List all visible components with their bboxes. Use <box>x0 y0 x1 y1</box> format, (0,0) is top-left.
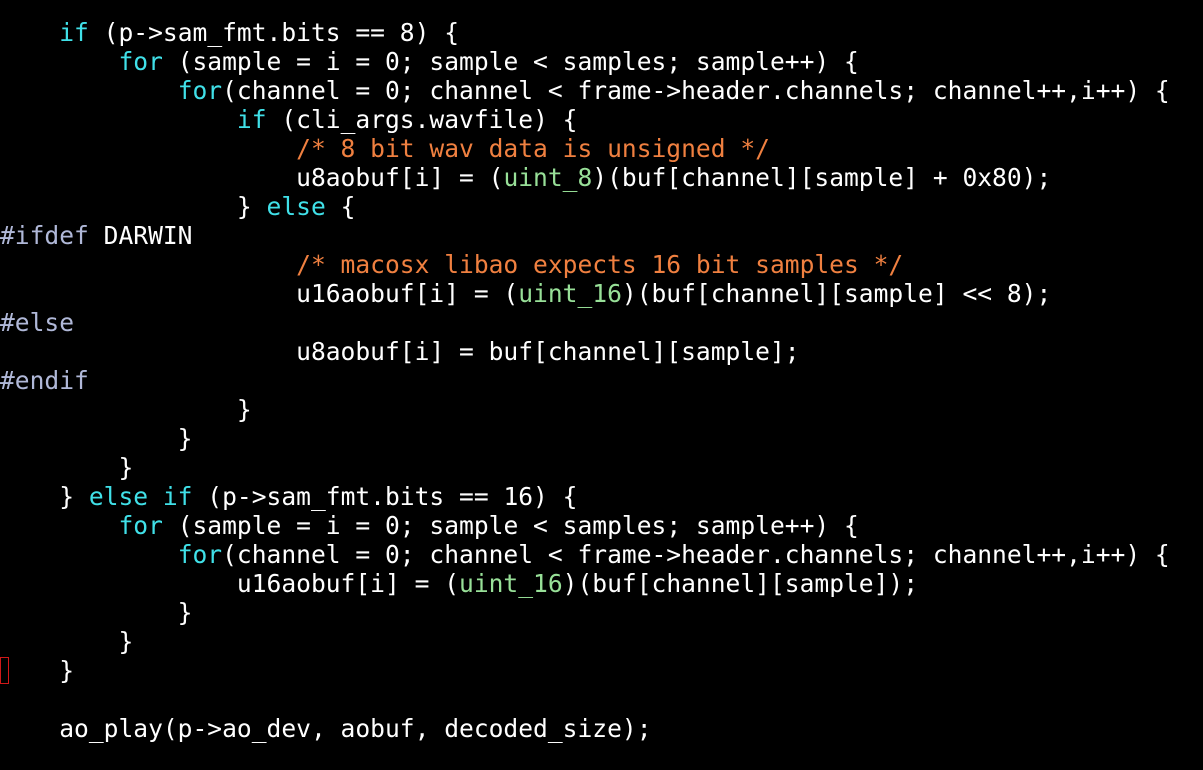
code-keyword: for <box>177 76 223 105</box>
code-line: for (sample = i = 0; sample < samples; s… <box>0 47 1203 76</box>
code-line: } <box>0 453 1203 482</box>
code-keyword: else <box>266 192 326 221</box>
code-keyword: else if <box>88 482 193 511</box>
code-text: u8aobuf[i] = ( <box>0 163 504 192</box>
code-line: } <box>0 598 1203 627</box>
code-line: if (cli_args.wavfile) { <box>0 105 1203 134</box>
code-text <box>0 134 296 163</box>
code-text: )(buf[channel][sample] + 0x80); <box>592 163 1052 192</box>
code-line: u8aobuf[i] = buf[channel][sample]; <box>0 337 1203 366</box>
code-text <box>0 250 296 279</box>
code-text: DARWIN <box>88 221 193 250</box>
code-line: u16aobuf[i] = (uint_16)(buf[channel][sam… <box>0 279 1203 308</box>
code-keyword: if <box>236 105 267 134</box>
code-line: #ifdef DARWIN <box>0 221 1203 250</box>
code-text: { <box>325 192 356 221</box>
code-text: (p->sam_fmt.bits == 16) { <box>192 482 578 511</box>
code-line: /* macosx libao expects 16 bit samples *… <box>0 250 1203 279</box>
code-text <box>0 76 178 105</box>
code-text: (sample = i = 0; sample < samples; sampl… <box>162 47 859 76</box>
code-preprocessor: #else <box>0 308 75 337</box>
code-text: } <box>0 424 193 453</box>
code-text: ao_play(p->ao_dev, aobuf, decoded_size); <box>0 714 652 743</box>
code-text: } <box>0 482 89 511</box>
code-text: } <box>0 453 134 482</box>
code-keyword: for <box>118 47 163 76</box>
code-line: } <box>0 627 1203 656</box>
code-line: #endif <box>0 366 1203 395</box>
code-type: uint_8 <box>503 163 593 192</box>
code-text: u8aobuf[i] = buf[channel][sample]; <box>0 337 800 366</box>
code-text: } <box>0 627 134 656</box>
code-type: uint_16 <box>459 569 563 598</box>
code-line: for(channel = 0; channel < frame->header… <box>0 540 1203 569</box>
code-editor[interactable]: if (p->sam_fmt.bits == 8) { for (sample … <box>0 18 1203 743</box>
code-line: } <box>0 395 1203 424</box>
code-line: for (sample = i = 0; sample < samples; s… <box>0 511 1203 540</box>
code-text <box>0 105 237 134</box>
code-text: (channel = 0; channel < frame->header.ch… <box>222 76 1170 105</box>
code-line: ​ <box>0 685 1203 714</box>
code-line: } else { <box>0 192 1203 221</box>
code-comment: /* macosx libao expects 16 bit samples *… <box>296 250 904 279</box>
code-text: (cli_args.wavfile) { <box>266 105 578 134</box>
code-line: for(channel = 0; channel < frame->header… <box>0 76 1203 105</box>
code-line: /* 8 bit wav data is unsigned */ <box>0 134 1203 163</box>
code-keyword: if <box>59 18 89 47</box>
code-text: } <box>0 192 267 221</box>
code-text: (p->sam_fmt.bits == 8) { <box>88 18 460 47</box>
code-text: u16aobuf[i] = ( <box>0 569 460 598</box>
code-preprocessor: #endif <box>0 366 89 395</box>
code-text: )(buf[channel][sample]); <box>562 569 919 598</box>
code-line: if (p->sam_fmt.bits == 8) { <box>0 18 1203 47</box>
code-keyword: for <box>177 540 223 569</box>
code-line: } <box>0 424 1203 453</box>
code-line: } else if (p->sam_fmt.bits == 16) { <box>0 482 1203 511</box>
code-line: #else <box>0 308 1203 337</box>
code-keyword: for <box>118 511 163 540</box>
code-text <box>0 540 178 569</box>
code-text: } <box>0 656 75 685</box>
code-line: u8aobuf[i] = (uint_8)(buf[channel][sampl… <box>0 163 1203 192</box>
code-text <box>0 47 118 76</box>
text-cursor <box>0 657 9 684</box>
code-text <box>0 511 118 540</box>
code-text: } <box>0 598 193 627</box>
code-line: u16aobuf[i] = (uint_16)(buf[channel][sam… <box>0 569 1203 598</box>
code-text: u16aobuf[i] = ( <box>0 279 519 308</box>
code-line: ao_play(p->ao_dev, aobuf, decoded_size); <box>0 714 1203 743</box>
code-text: )(buf[channel][sample] << 8); <box>621 279 1052 308</box>
code-text: (channel = 0; channel < frame->header.ch… <box>222 540 1170 569</box>
code-preprocessor: #ifdef <box>0 221 89 250</box>
code-text <box>0 18 59 47</box>
code-type: uint_16 <box>518 279 622 308</box>
code-line: } <box>0 656 1203 685</box>
code-text: } <box>0 395 252 424</box>
code-text: (sample = i = 0; sample < samples; sampl… <box>162 511 859 540</box>
code-comment: /* 8 bit wav data is unsigned */ <box>296 134 770 163</box>
